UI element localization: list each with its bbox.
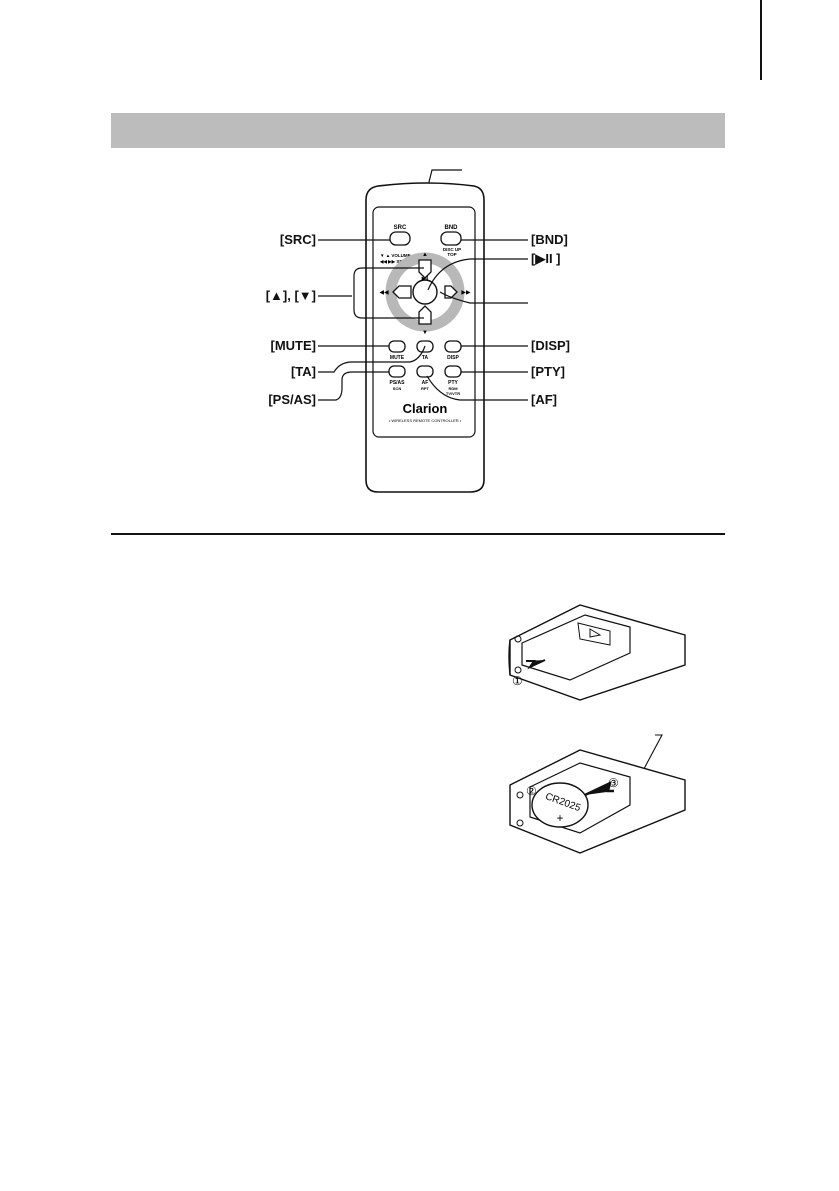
up-arrow-glyph: ▲ xyxy=(422,252,428,258)
pty-key-label: PTY xyxy=(448,380,458,386)
play-pause-key-label: ▶II xyxy=(421,276,429,282)
callout-src: [SRC] xyxy=(279,232,316,247)
section-divider xyxy=(111,533,725,535)
bnd-key-label: BND xyxy=(445,225,459,231)
insert-arrow xyxy=(584,780,614,797)
top-margin-rule xyxy=(760,0,762,80)
leader-play-pause xyxy=(427,258,528,291)
section-header-bar xyxy=(111,113,725,148)
cover-grip xyxy=(577,622,611,646)
play-pause-key xyxy=(412,279,438,305)
step-3-marker: ③ xyxy=(608,776,619,790)
mute-key-label: MUTE xyxy=(390,355,405,361)
ta-key-label: TA xyxy=(422,355,429,361)
psas-sub-label: SCN xyxy=(393,386,402,391)
remote-face-panel xyxy=(372,206,476,438)
callout-ta: [TA] xyxy=(290,364,316,379)
pty-sub-label-2: TV/VTR xyxy=(446,391,460,396)
battery-insert-illustration: CR2025 + ② ③ xyxy=(509,734,686,854)
pty-key xyxy=(444,365,462,378)
callout-mute: [MUTE] xyxy=(270,338,317,353)
disp-key xyxy=(444,340,462,353)
leader-right-key xyxy=(439,291,528,304)
down-key xyxy=(418,305,432,325)
mute-key xyxy=(388,340,406,353)
callout-psas: [PS/AS] xyxy=(268,392,316,407)
bnd-sub-label-1: DISC UP xyxy=(443,247,461,252)
right-key xyxy=(444,285,458,299)
volume-label: ▼ ▲ VOLUME xyxy=(380,253,411,258)
battery-cover-illustration: ① xyxy=(508,604,686,701)
leader-af xyxy=(426,375,528,401)
slide-arrow xyxy=(526,659,546,670)
callout-bnd: [BND] xyxy=(531,232,568,247)
disp-key-label: DISP xyxy=(447,355,459,361)
transmitter-pointer-line xyxy=(427,169,462,187)
coin-cell xyxy=(531,782,589,828)
af-key-label: AF xyxy=(422,380,429,386)
dpad-ring xyxy=(385,252,465,332)
pty-sub-label-1: RDM xyxy=(448,386,458,391)
af-sub-label: RPT xyxy=(421,386,430,391)
search-label: ◀◀ ▶▶ SEARCH xyxy=(379,259,415,264)
battery-cover xyxy=(521,614,631,681)
step-1-marker: ① xyxy=(512,674,523,688)
coin-cell-sign: + xyxy=(556,811,563,825)
leader-up-down xyxy=(318,267,424,319)
down-arrow-glyph: ▼ xyxy=(422,330,428,336)
model-text: • WIRELESS REMOTE CONTROLLER • xyxy=(389,418,462,423)
callout-up-down: [▲], [▼] xyxy=(265,288,316,303)
psas-key xyxy=(388,365,406,378)
callout-pty: [PTY] xyxy=(531,364,565,379)
src-key-label: SRC xyxy=(394,225,407,231)
callout-disp: [DISP] xyxy=(531,338,570,353)
bnd-key xyxy=(440,231,462,246)
leader-ta xyxy=(318,345,426,373)
up-key xyxy=(418,259,432,279)
callout-play-pause: [▶II ] xyxy=(531,251,561,266)
src-key xyxy=(389,231,411,246)
rewind-glyph: ◀◀ xyxy=(379,290,389,296)
callout-af: [AF] xyxy=(531,392,557,407)
brand-logo: Clarion xyxy=(403,401,448,416)
psas-key-label: PS/AS xyxy=(389,380,405,386)
leader-psas xyxy=(318,371,389,401)
forward-glyph: ▶▶ xyxy=(461,290,471,296)
left-key xyxy=(392,285,412,299)
bnd-sub-label-2: TOP xyxy=(447,252,456,257)
step-2-marker: ② xyxy=(526,784,537,798)
remote-body xyxy=(365,182,485,493)
cover-arrow-mark xyxy=(589,628,602,638)
af-key xyxy=(416,365,434,378)
remote-control-illustration: SRC BND DISC UP TOP ▼ ▲ VOLUME ◀◀ ▶▶ SEA… xyxy=(318,169,528,493)
